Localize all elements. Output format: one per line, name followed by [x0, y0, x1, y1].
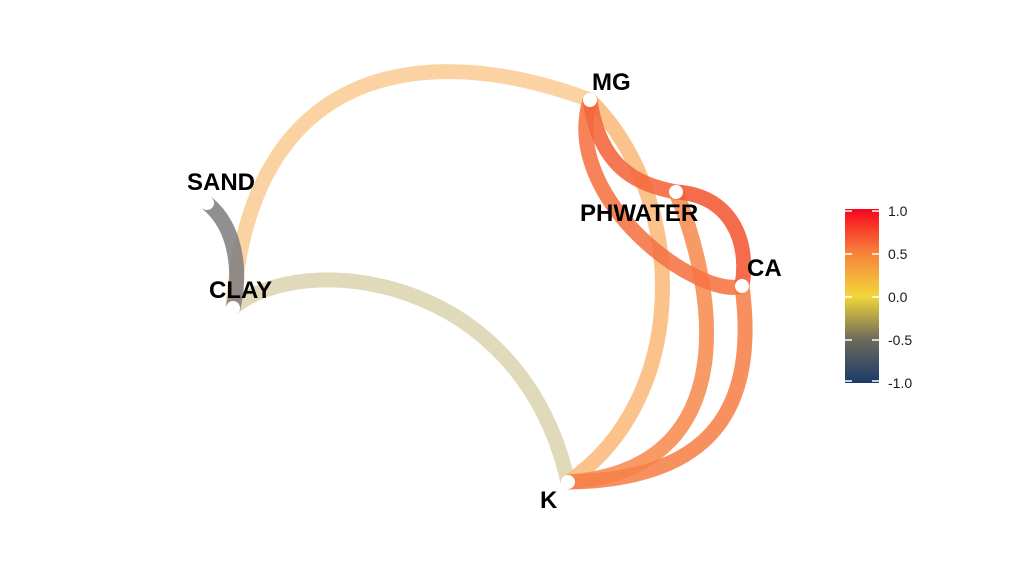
- legend-tick-label: 1.0: [888, 203, 908, 219]
- edge-phwater-ca: [675, 184, 752, 288]
- node-marker-clay: [226, 301, 240, 315]
- edge-sand-clay: [201, 197, 245, 310]
- node-label-mg: MG: [592, 69, 631, 96]
- edge-mg-ca: [578, 97, 745, 295]
- edge-clay-k: [228, 272, 576, 484]
- node-marker-phwater: [669, 185, 683, 199]
- node-label-ca: CA: [747, 255, 782, 282]
- edges-layer: [201, 64, 753, 490]
- legend-tick-label: -1.0: [888, 375, 912, 391]
- node-marker-mg: [583, 93, 597, 107]
- node-marker-k: [561, 475, 575, 489]
- edge-mg-phwater: [582, 98, 678, 200]
- legend-tick-label: 0.0: [888, 289, 908, 305]
- legend-ticks: [845, 210, 879, 382]
- color-legend: 1.0 0.5 0.0 -0.5 -1.0: [845, 203, 912, 391]
- edge-mg-k: [563, 94, 670, 489]
- nodes-layer: [200, 93, 749, 489]
- node-label-clay: CLAY: [209, 277, 272, 304]
- node-label-k: K: [540, 487, 558, 514]
- edge-clay-mg: [225, 64, 593, 309]
- node-marker-ca: [735, 279, 749, 293]
- edge-ca-k: [567, 285, 753, 490]
- legend-tick-label: 0.5: [888, 246, 908, 262]
- legend-colorbar: [845, 209, 879, 383]
- legend-tick-label: -0.5: [888, 332, 912, 348]
- node-marker-sand: [200, 196, 214, 210]
- node-label-sand: SAND: [187, 169, 255, 196]
- node-label-phwater: PHWATER: [580, 200, 698, 227]
